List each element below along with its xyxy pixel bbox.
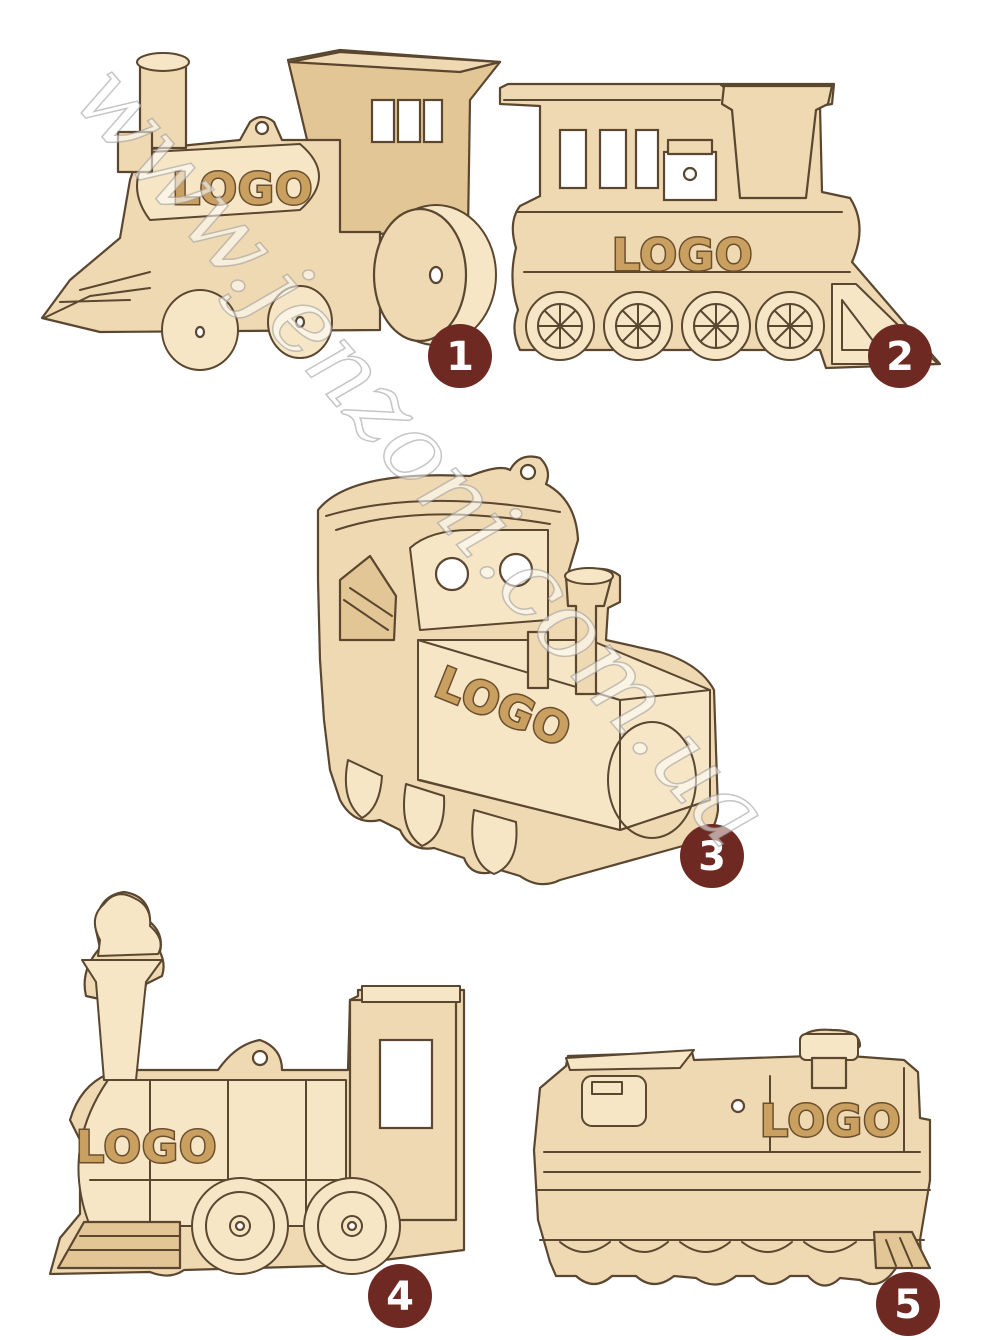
cab-window (581, 1075, 647, 1127)
cowcatcher-line (841, 299, 881, 351)
wheel-hub (229, 1215, 251, 1237)
wheel-spokes (693, 303, 739, 349)
axle (346, 1220, 358, 1232)
hang-hole (682, 166, 698, 182)
wheel (403, 783, 446, 847)
hang-hole (254, 120, 270, 136)
boiler-lines (89, 1079, 347, 1227)
smokestack (720, 84, 834, 200)
cowcatcher-lines (885, 1237, 913, 1267)
hang-hole (730, 1098, 746, 1114)
body-lines (537, 1151, 931, 1241)
logo-text: LOGO (172, 164, 313, 215)
window-stripes (343, 587, 393, 631)
number-badge (876, 1272, 940, 1336)
train-ornament-4: LOGO 4 (48, 890, 466, 1328)
cab-window (634, 128, 660, 190)
logo-text: LOGO (760, 1096, 901, 1147)
cab-window-inner (591, 1081, 623, 1095)
number-badge (428, 324, 492, 388)
cowcatcher (56, 1220, 182, 1270)
cab-roof (361, 985, 461, 1003)
dome (116, 130, 154, 174)
wheel (471, 809, 518, 875)
cowcatcher (872, 1230, 932, 1270)
round-window (498, 552, 534, 588)
hang-hole (519, 463, 537, 481)
side-window (338, 554, 398, 642)
hang-hole (251, 1049, 269, 1067)
axle (194, 325, 206, 339)
smoke-puff (93, 893, 162, 957)
boiler (136, 143, 320, 221)
cab-window (422, 98, 444, 144)
cab-window (378, 1038, 434, 1130)
wheel-spokes (767, 303, 813, 349)
cab-roof (565, 1049, 695, 1071)
wheel-spokes (615, 303, 661, 349)
body-lines (503, 99, 851, 273)
body-verticals (769, 1067, 905, 1153)
cab-window (598, 128, 628, 190)
logo-text: LOGO (612, 230, 753, 281)
number-badge-label: 3 (698, 834, 726, 880)
smokestack-top (799, 1033, 859, 1061)
train-ornament-5: LOGO 5 (532, 1028, 940, 1336)
axle (294, 315, 306, 329)
number-badge-label: 2 (886, 334, 914, 380)
wheel-ring (317, 1191, 387, 1261)
dome-cap (666, 138, 714, 156)
axle (428, 265, 444, 285)
wheel-arches (559, 1241, 857, 1253)
smokestack-top (564, 567, 614, 585)
number-badge-label: 5 (894, 1282, 922, 1328)
wheel-hub (341, 1215, 363, 1237)
smokestack-top (136, 52, 190, 72)
round-window (434, 556, 470, 592)
number-badge (868, 324, 932, 388)
cab-roof (288, 50, 502, 74)
wheels (525, 291, 825, 361)
cowcatcher (43, 271, 151, 319)
cab-window (370, 98, 396, 144)
cab-window (558, 128, 588, 190)
dome-box (662, 150, 718, 202)
wheel-ring (205, 1191, 275, 1261)
number-badge (368, 1264, 432, 1328)
wheel-spokes (537, 303, 583, 349)
dome (526, 630, 550, 690)
number-badge-label: 1 (446, 334, 474, 380)
big-wheel-rim (372, 207, 468, 343)
cab-roof-lines (325, 499, 561, 531)
train-ornament-1: LOGO 1 (40, 48, 502, 388)
smokestack (564, 574, 614, 696)
cab-window (396, 98, 422, 144)
train-ornament-2: LOGO 2 (498, 82, 942, 388)
cowcatcher-lines (69, 1235, 181, 1251)
smokestack (810, 1056, 848, 1090)
number-badge (680, 824, 744, 888)
boiler-front (607, 721, 697, 839)
number-badge-label: 4 (386, 1274, 414, 1320)
wheel (344, 759, 383, 819)
train-ornament-3: LOGO 3 (316, 455, 744, 888)
axle (234, 1220, 246, 1232)
logo-text: LOGO (76, 1122, 217, 1173)
